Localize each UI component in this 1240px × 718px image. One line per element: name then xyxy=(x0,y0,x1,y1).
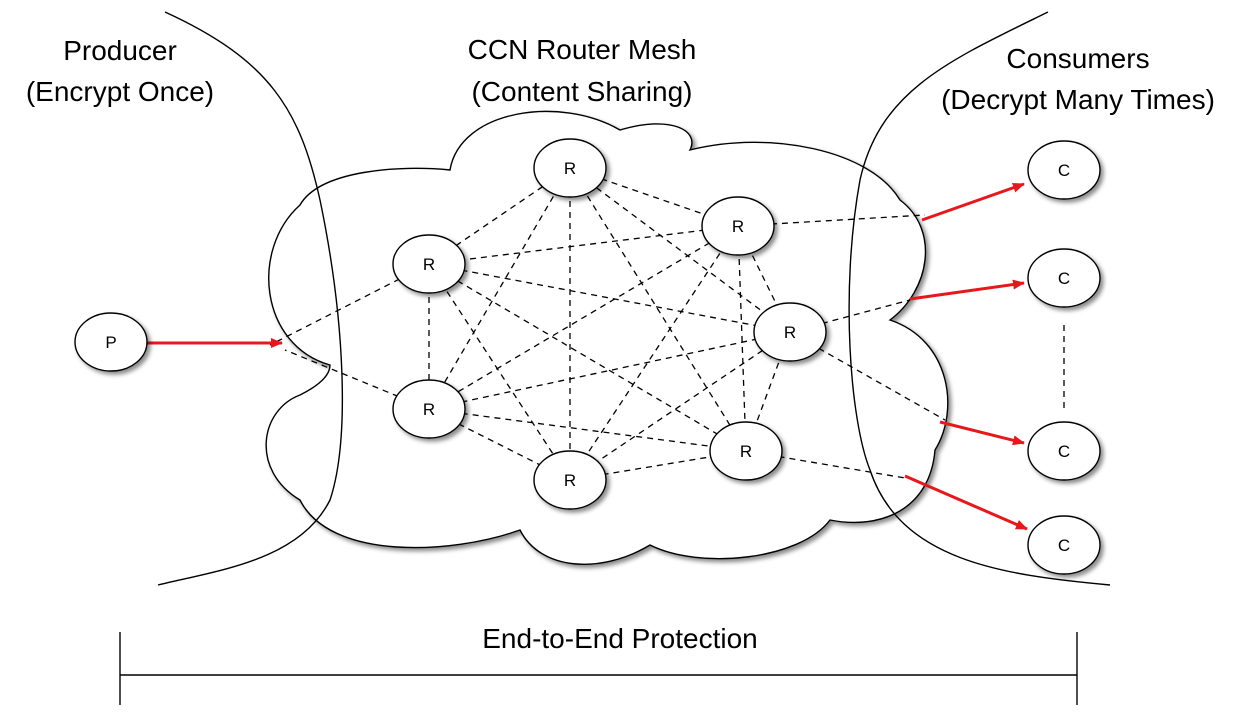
consumer-node-label: C xyxy=(1058,536,1070,555)
mesh-link xyxy=(789,331,946,421)
router-node-label: R xyxy=(732,217,744,236)
router-node: R xyxy=(533,138,607,198)
mesh-link xyxy=(737,225,791,333)
router-node-label: R xyxy=(740,442,752,461)
mesh-link xyxy=(428,263,571,481)
mesh-link xyxy=(789,299,911,333)
router-node: R xyxy=(701,196,775,256)
producer-subtitle: (Encrypt Once) xyxy=(26,76,214,107)
consumer-arrow-2 xyxy=(909,279,1025,301)
consumer-node-label: C xyxy=(1058,269,1070,288)
mesh-link xyxy=(569,167,747,452)
producer-node-label: P xyxy=(105,333,116,352)
router-node: R xyxy=(709,421,783,481)
mesh-link xyxy=(428,167,571,410)
flow-arrows xyxy=(147,182,1028,531)
router-node-label: R xyxy=(564,159,576,178)
router-node: R xyxy=(392,379,466,439)
mesh-link xyxy=(428,408,747,452)
router-node-label: R xyxy=(784,323,796,342)
mesh-link xyxy=(428,225,739,410)
consumer-arrow-3 xyxy=(939,420,1025,446)
producer-title: Producer xyxy=(63,35,177,66)
consumer-node: C xyxy=(1027,248,1101,308)
consumers-subtitle: (Decrypt Many Times) xyxy=(941,84,1215,115)
end-to-end-bracket xyxy=(119,632,1078,705)
router-node-label: R xyxy=(423,255,435,274)
router-node: R xyxy=(392,234,466,294)
consumer-arrow-1 xyxy=(921,182,1025,222)
producer-node: P xyxy=(74,312,148,372)
mesh-subtitle: (Content Sharing) xyxy=(471,76,692,107)
consumer-node: C xyxy=(1027,515,1101,575)
mesh-link xyxy=(737,214,926,227)
consumer-node: C xyxy=(1027,421,1101,481)
end-to-end-label: End-to-End Protection xyxy=(482,623,758,654)
consumers-title: Consumers xyxy=(1006,43,1149,74)
mesh-link xyxy=(569,225,739,481)
mesh-link xyxy=(737,225,747,452)
mesh-link xyxy=(569,331,791,481)
router-mesh-cloud xyxy=(265,110,949,565)
consumer-arrow-4 xyxy=(904,474,1028,531)
router-node: R xyxy=(533,450,607,510)
consumer-node-label: C xyxy=(1058,442,1070,461)
producer-boundary xyxy=(157,11,343,586)
router-node-label: R xyxy=(423,400,435,419)
mesh-title: CCN Router Mesh xyxy=(468,34,697,65)
mesh-link xyxy=(428,225,739,265)
router-node: R xyxy=(753,302,827,362)
consumer-node-label: C xyxy=(1058,161,1070,180)
router-node-label: R xyxy=(564,471,576,490)
consumer-boundary xyxy=(848,11,1111,586)
mesh-link xyxy=(569,167,791,333)
mesh-link xyxy=(269,263,430,346)
consumer-node: C xyxy=(1027,140,1101,200)
